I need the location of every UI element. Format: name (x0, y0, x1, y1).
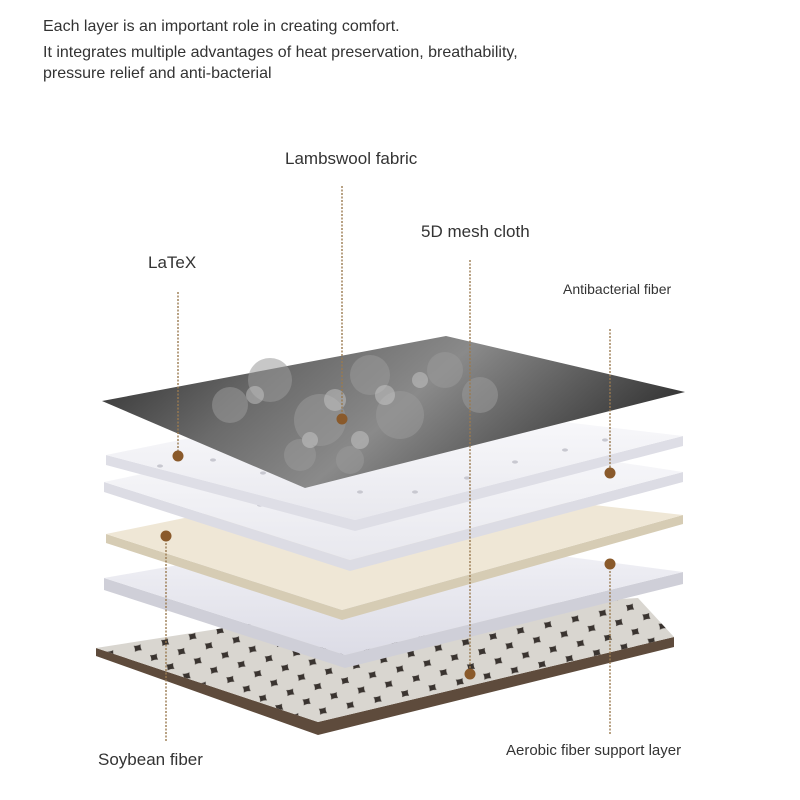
callout-dot-soybean (160, 530, 172, 542)
intro-line-1: Each layer is an important role in creat… (43, 18, 400, 35)
label-soybean-fiber: Soybean fiber (98, 750, 203, 769)
label-lambswool-fabric: Lambswool fabric (285, 149, 418, 168)
intro-text: Each layer is an important role in creat… (43, 16, 783, 84)
label-antibacterial-fiber: Antibacterial fiber (563, 281, 672, 297)
lambswool-fabric-layer (102, 336, 685, 488)
callout-dot-latex (172, 450, 184, 462)
callout-dots (160, 413, 616, 680)
label-5d-mesh-cloth: 5D mesh cloth (421, 222, 530, 241)
intro-line-2: It integrates multiple advantages of hea… (43, 44, 518, 61)
label-aerobic-fiber-support-layer: Aerobic fiber support layer (506, 742, 682, 759)
label-latex: LaTeX (148, 253, 197, 272)
callout-dot-lambswool (336, 413, 348, 425)
callout-dot-antibacterial (604, 467, 616, 479)
intro-line-3: pressure relief and anti-bacterial (43, 65, 272, 82)
callout-dot-aerobic (604, 558, 616, 570)
callout-lines (165, 186, 611, 742)
callout-dot-mesh (464, 668, 476, 680)
